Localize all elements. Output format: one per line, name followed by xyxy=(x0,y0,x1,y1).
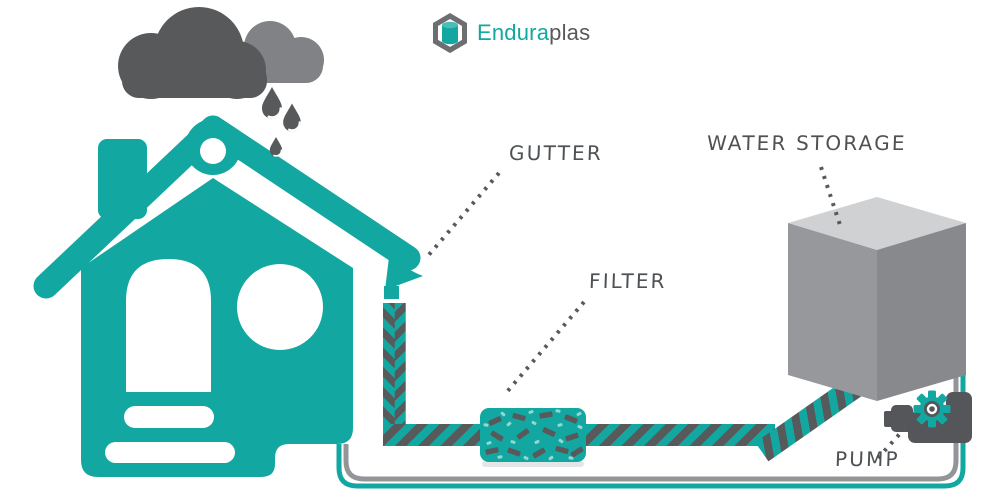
tank-top-face xyxy=(788,197,966,250)
leader-gutter xyxy=(425,171,501,259)
leader-water-storage xyxy=(819,166,842,226)
gutter-outlet xyxy=(384,286,399,299)
pump xyxy=(884,390,972,443)
pump-head xyxy=(891,405,913,432)
dark-cloud-icon xyxy=(118,7,267,99)
tank-right-face xyxy=(877,223,966,401)
house-body xyxy=(81,178,353,477)
pump-gear-icon xyxy=(913,390,951,428)
logo: Enduraplas xyxy=(430,11,590,55)
step-lower xyxy=(105,442,235,463)
door xyxy=(126,259,211,392)
step-upper xyxy=(124,406,214,428)
downpipe xyxy=(383,303,406,446)
filter-shadow xyxy=(482,461,584,467)
window xyxy=(237,264,323,350)
label-filter: FILTER xyxy=(588,269,668,293)
raindrop-icon-3 xyxy=(269,136,283,157)
logo-icon xyxy=(433,13,467,53)
tank-left-face xyxy=(788,223,877,401)
brand-secondary: plas xyxy=(549,20,591,45)
raindrop-icon-2 xyxy=(283,103,301,132)
label-water-storage: WATER STORAGE xyxy=(706,131,908,155)
leader-filter xyxy=(504,300,586,395)
filter-speckles xyxy=(483,409,584,461)
return-pipe xyxy=(336,366,966,489)
brand-primary: Endura xyxy=(477,20,550,45)
attic-vent xyxy=(200,138,226,164)
filter-unit xyxy=(480,408,586,467)
pump-inlet-nub xyxy=(884,411,893,427)
water-storage-tank xyxy=(788,197,966,401)
label-pump: PUMP xyxy=(834,447,901,471)
gutter-spout xyxy=(385,249,423,290)
leader-pump xyxy=(876,425,908,460)
house xyxy=(33,115,423,477)
raindrop-icon-1 xyxy=(262,87,283,119)
label-gutter: GUTTER xyxy=(508,141,604,165)
logo-wordmark: Enduraplas xyxy=(477,20,590,46)
